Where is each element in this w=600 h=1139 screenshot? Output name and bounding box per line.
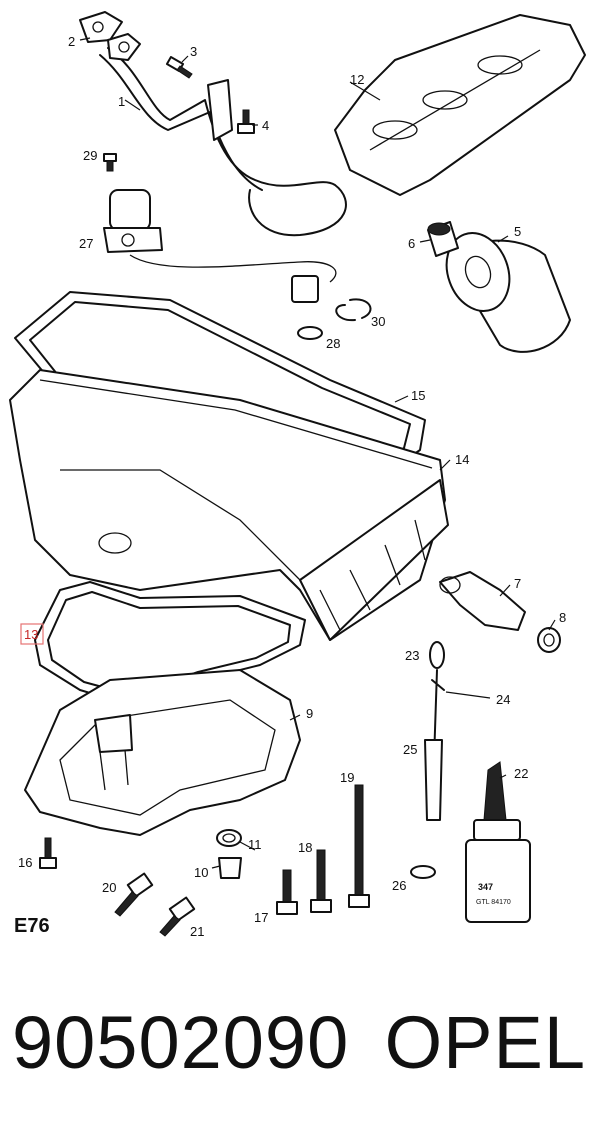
- lower-oil-pan: [24, 669, 301, 836]
- bolt-21: [159, 896, 196, 937]
- lower-gasket: [34, 581, 306, 706]
- brand-name: OPEL: [384, 1001, 586, 1084]
- bolt-3: [165, 56, 193, 79]
- diagram-code: E76: [14, 915, 50, 937]
- bolt-29: [103, 153, 117, 172]
- label-14: 14: [455, 452, 469, 467]
- bottle-label-spec: GTL 84170: [476, 899, 511, 906]
- pickup-pipe: [79, 11, 347, 237]
- footer: 90502090 OPEL: [0, 1000, 600, 1110]
- baffle-plate: [334, 14, 586, 196]
- parts-diagram: 347 GTL 84170: [9, 11, 586, 939]
- label-4: 4: [262, 118, 269, 133]
- label-24: 24: [496, 692, 510, 707]
- label-25: 25: [403, 742, 417, 757]
- label-26: 26: [392, 878, 406, 893]
- bolt-18: [310, 849, 332, 913]
- label-13: 13: [24, 627, 38, 642]
- label-1: 1: [118, 94, 125, 109]
- sealant-bottle: 347 GTL 84170: [465, 761, 531, 923]
- drain-plug: [216, 829, 242, 879]
- upper-oil-pan: [9, 369, 449, 641]
- label-7: 7: [514, 576, 521, 591]
- label-9: 9: [306, 706, 313, 721]
- bottle-label-code: 347: [478, 882, 493, 892]
- label-29: 29: [83, 148, 97, 163]
- part-labels: 1 2 3 4 5 6 7 8 9 10 11 12 13 14 15 16 1…: [18, 34, 566, 939]
- label-27: 27: [79, 236, 93, 251]
- leader-lines: [79, 37, 556, 869]
- oil-pressure-switch: [439, 571, 561, 653]
- bolt-17: [276, 869, 298, 915]
- label-10: 10: [194, 865, 208, 880]
- label-18: 18: [298, 840, 312, 855]
- label-3: 3: [190, 44, 197, 59]
- label-5: 5: [514, 224, 521, 239]
- label-16: 16: [18, 855, 32, 870]
- bolt-4: [237, 109, 255, 134]
- dipstick: [410, 641, 445, 879]
- bolt-19: [348, 784, 370, 908]
- label-20: 20: [102, 880, 116, 895]
- label-21: 21: [190, 924, 204, 939]
- label-22: 22: [514, 766, 528, 781]
- label-19: 19: [340, 770, 354, 785]
- oil-level-sensor: [103, 189, 372, 340]
- label-12: 12: [350, 72, 364, 87]
- label-6: 6: [408, 236, 415, 251]
- label-15: 15: [411, 388, 425, 403]
- highlight-box-13: [20, 623, 44, 645]
- label-23: 23: [405, 648, 419, 663]
- oil-filter: [445, 232, 571, 353]
- label-2: 2: [68, 34, 75, 49]
- bolt-20: [114, 872, 154, 917]
- label-28: 28: [326, 336, 340, 351]
- label-8: 8: [559, 610, 566, 625]
- label-11: 11: [248, 837, 262, 852]
- label-30: 30: [371, 314, 385, 329]
- part-number: 90502090: [12, 1001, 350, 1084]
- bolt-16: [39, 837, 57, 869]
- label-17: 17: [254, 910, 268, 925]
- stud-6: [427, 221, 459, 257]
